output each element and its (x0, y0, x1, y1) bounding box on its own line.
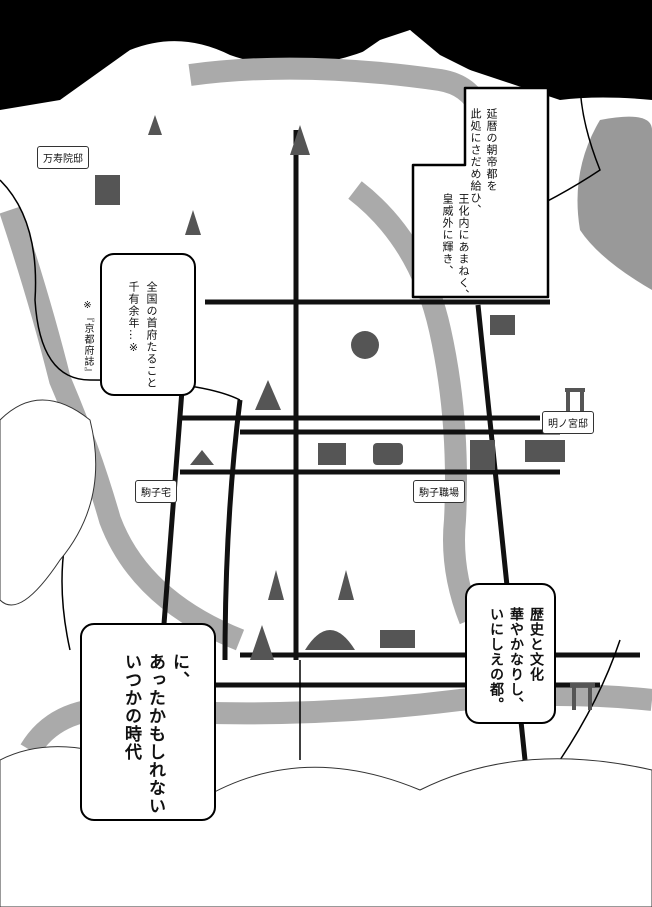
school-icon (490, 315, 515, 335)
castle-icon (525, 440, 565, 462)
pagoda-icon (250, 625, 274, 660)
label-komako-home: 駒子宅 (135, 480, 177, 503)
label-manjuin: 万寿院邸 (37, 146, 89, 169)
house-icon (190, 450, 214, 465)
railway (0, 79, 621, 761)
lake (577, 116, 652, 291)
caption-text: あったかもしれない (145, 653, 165, 815)
caption-text: 皇威外に輝き、 (441, 193, 454, 277)
torii-icon (565, 388, 595, 710)
landmarks (95, 115, 595, 710)
caption-text: いつかの時代 (121, 653, 141, 761)
left-caption-box: 全国の首府たること 千有余年…※ (100, 253, 196, 396)
top-right-caption-border (411, 86, 550, 299)
caption-text: 全国の首府たること (145, 281, 158, 389)
caption-text: に、 (169, 653, 189, 689)
castle-tower-icon (255, 380, 281, 410)
river (188, 57, 491, 625)
caption-text: 此処にさだめ給ひ、 (469, 108, 482, 216)
caption-text: 千有余年…※ (127, 281, 140, 355)
bottom-left-caption-box: に、 あったかもしれない いつかの時代 (80, 623, 216, 821)
roads (159, 130, 640, 761)
parliament-icon (305, 630, 355, 650)
label-akenomiya: 明ノ宮邸 (542, 411, 594, 434)
caption-text: 華やかなりし、 (508, 607, 524, 712)
train-icon (373, 443, 403, 465)
night-sky (0, 0, 652, 110)
steam-locomotive-icon (380, 630, 415, 648)
caption-text: 王化内にあまねく、 (457, 193, 470, 301)
building-icon (318, 443, 346, 465)
bottom-right-caption-box: 歴史と文化 華やかなりし、 いにしえの都。 (465, 583, 556, 724)
caption-text: いにしえの都。 (488, 607, 504, 712)
source-note: ※『京都府誌』 (82, 300, 93, 378)
caption-text: 歴史と文化 (528, 607, 544, 682)
office-building-icon (470, 440, 495, 470)
label-komako-work: 駒子職場 (413, 480, 465, 503)
caption-text: 延暦の朝帝都を (485, 108, 498, 192)
chrysanthemum-crest-icon (351, 331, 379, 359)
manjuin-pavilion-icon (95, 175, 120, 205)
